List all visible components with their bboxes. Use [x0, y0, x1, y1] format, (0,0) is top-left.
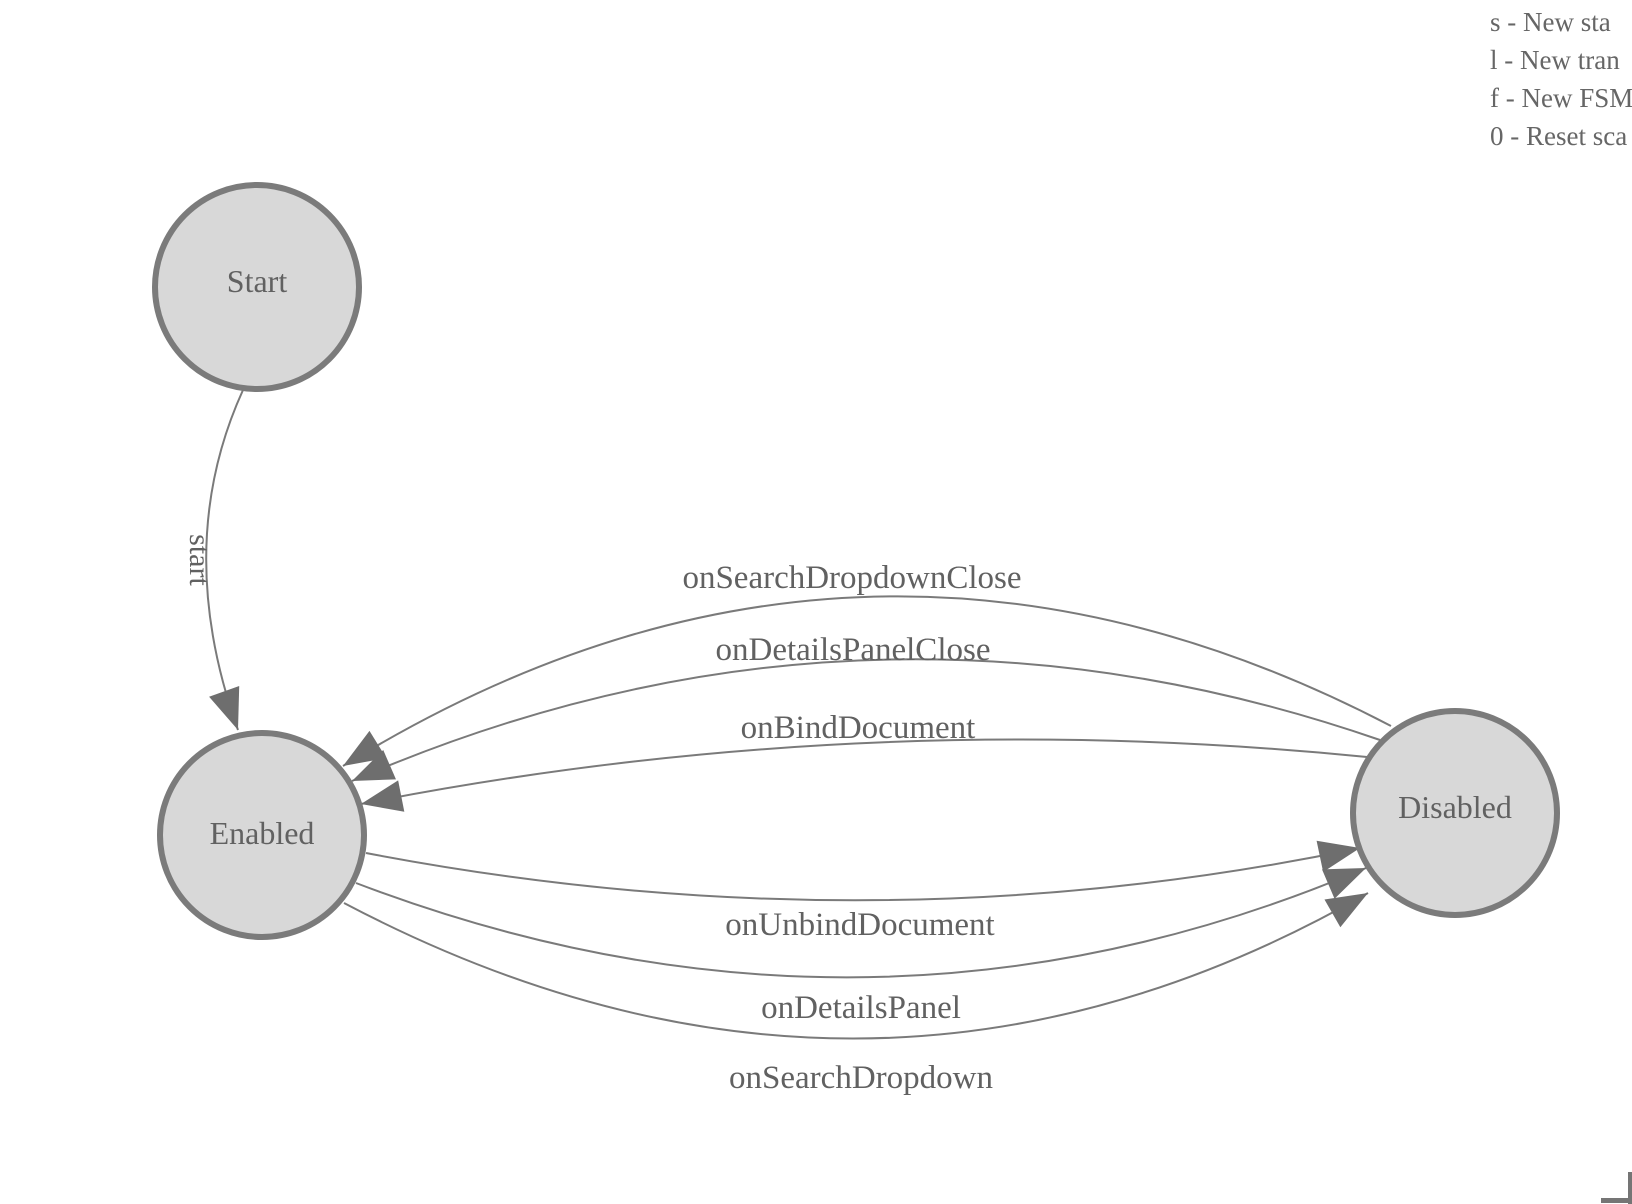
- edge-onDetailsPanel[interactable]: [355, 867, 1367, 979]
- transition-edges: [205, 389, 1392, 1040]
- edge-label-start[interactable]: start: [183, 534, 216, 586]
- edge-onBindDocument[interactable]: [360, 738, 1368, 812]
- edge-onUnbindDocument[interactable]: [365, 840, 1361, 902]
- edge-label-onBindDocument[interactable]: onBindDocument: [741, 710, 976, 746]
- legend-item-new-state: s - New sta: [1490, 7, 1611, 37]
- edge-label-onSearchDropdown[interactable]: onSearchDropdown: [729, 1060, 993, 1096]
- state-label-start: Start: [227, 263, 288, 299]
- state-label-enabled: Enabled: [210, 815, 315, 851]
- canvas-corner-mark: [1601, 1172, 1632, 1204]
- edge-start-to-enabled[interactable]: [205, 389, 244, 731]
- state-node-disabled: Disabled: [1350, 708, 1560, 918]
- legend-item-new-transition: l - New tran: [1490, 45, 1620, 75]
- legend-item-new-fsm: f - New FSM: [1490, 83, 1632, 113]
- edge-onDetailsPanelClose[interactable]: [351, 658, 1381, 782]
- state-circle-start[interactable]: [152, 182, 362, 392]
- state-label-disabled: Disabled: [1398, 789, 1512, 825]
- edge-label-onDetailsPanel[interactable]: onDetailsPanel: [761, 990, 961, 1026]
- state-node-start: Start: [152, 182, 362, 392]
- state-circle-enabled[interactable]: [157, 730, 367, 940]
- edge-label-onDetailsPanelClose[interactable]: onDetailsPanelClose: [716, 632, 991, 668]
- shortcut-legend: s - New sta l - New tran f - New FSM 0 -…: [1490, 3, 1632, 155]
- edge-label-onUnbindDocument[interactable]: onUnbindDocument: [725, 907, 994, 943]
- edge-onSearchDropdownClose[interactable]: [342, 595, 1392, 767]
- edge-onSearchDropdown[interactable]: [343, 892, 1369, 1040]
- legend-item-reset-scale: 0 - Reset sca: [1490, 121, 1628, 151]
- state-circle-disabled[interactable]: [1350, 708, 1560, 918]
- state-node-enabled: Enabled: [157, 730, 367, 940]
- edge-label-onSearchDropdownClose[interactable]: onSearchDropdownClose: [682, 560, 1021, 596]
